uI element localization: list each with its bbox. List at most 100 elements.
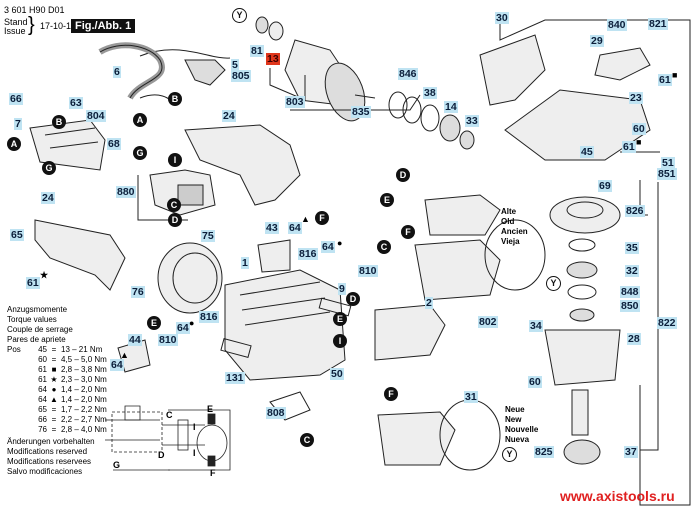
part-label-64-triangle-lower[interactable]: 64 <box>110 359 124 371</box>
part-label-50[interactable]: 50 <box>330 368 344 380</box>
part-label-45[interactable]: 45 <box>580 146 594 158</box>
part-label-38[interactable]: 38 <box>423 87 437 99</box>
part-label-65[interactable]: 65 <box>10 229 24 241</box>
part-label-81[interactable]: 81 <box>250 45 264 57</box>
part-label-63[interactable]: 63 <box>69 97 83 109</box>
connector-e-icon: E <box>380 193 394 207</box>
part-label-76[interactable]: 76 <box>131 286 145 298</box>
part-label-61-star[interactable]: 61 <box>26 277 40 289</box>
stand-label: Stand <box>4 17 28 27</box>
part-label-14[interactable]: 14 <box>444 101 458 113</box>
issue-date: 17-10-11 <box>40 21 76 31</box>
torque-heading-de: Anzugsmomente <box>7 305 68 314</box>
connector-e-icon: E <box>147 316 161 330</box>
part-label-32[interactable]: 32 <box>625 265 639 277</box>
part-label-24-top-handle[interactable]: 24 <box>222 110 236 122</box>
side-handle <box>34 219 126 291</box>
part-label-821[interactable]: 821 <box>648 18 668 30</box>
connector-b-icon: B <box>168 92 182 106</box>
part-label-826[interactable]: 826 <box>625 205 645 217</box>
figure-title: Fig./Abb. 1 <box>71 19 136 33</box>
dot-icon: ● <box>337 238 343 248</box>
connector-f-icon: F <box>401 225 415 239</box>
torque-table: Anzugsmomente Torque values Couple de se… <box>7 305 107 435</box>
part-label-60-upper[interactable]: 60 <box>632 123 646 135</box>
version-old-label: Alte Old Ancien Vieja <box>501 207 528 246</box>
star-mark: ★ <box>50 375 58 384</box>
schematic-label-i: I <box>193 448 196 458</box>
part-label-840[interactable]: 840 <box>607 19 627 31</box>
part-label-810-upper[interactable]: 810 <box>358 265 378 277</box>
part-label-28[interactable]: 28 <box>627 333 641 345</box>
part-label-31[interactable]: 31 <box>464 391 478 403</box>
part-label-2[interactable]: 2 <box>425 297 433 309</box>
part-label-35[interactable]: 35 <box>625 242 639 254</box>
square-icon: ■ <box>636 137 642 147</box>
watermark-link[interactable]: www.axistools.ru <box>560 488 675 504</box>
part-label-835[interactable]: 835 <box>351 106 371 118</box>
part-label-9[interactable]: 9 <box>338 283 346 295</box>
part-label-816-upper[interactable]: 816 <box>298 248 318 260</box>
star-icon: ★ <box>40 270 49 280</box>
part-label-810-lower[interactable]: 810 <box>158 334 178 346</box>
part-label-850[interactable]: 850 <box>620 300 640 312</box>
part-label-848[interactable]: 848 <box>620 286 640 298</box>
part-label-64-dot[interactable]: 64 <box>321 241 335 253</box>
part-label-6[interactable]: 6 <box>113 66 121 78</box>
square-mark: ■ <box>51 365 57 374</box>
part-label-803[interactable]: 803 <box>285 96 305 108</box>
schematic-label-f: F <box>210 468 216 478</box>
torque-heading-es: Pares de apriete <box>7 335 66 344</box>
part-label-61-square-lower[interactable]: 61 <box>622 141 636 153</box>
part-label-30[interactable]: 30 <box>495 12 509 24</box>
connector-c-icon: C <box>377 240 391 254</box>
wiring-schematic <box>105 405 231 471</box>
part-label-61-square[interactable]: 61 <box>658 74 672 86</box>
triangle-icon: ▲ <box>120 350 129 360</box>
part-label-64-triangle[interactable]: 64 <box>288 222 302 234</box>
connector-c-icon: C <box>167 198 181 212</box>
part-label-825[interactable]: 825 <box>534 446 554 458</box>
connector-i-icon: I <box>333 334 347 348</box>
part-label-880[interactable]: 880 <box>116 186 136 198</box>
note-en: Modifications reserved <box>7 447 88 456</box>
part-label-68[interactable]: 68 <box>107 138 121 150</box>
part-label-13-highlighted[interactable]: 13 <box>266 53 280 65</box>
part-label-64-dot-lower[interactable]: 64 <box>176 322 190 334</box>
part-label-5[interactable]: 5 <box>231 59 239 71</box>
version-new-label: Neue New Nouvelle Nueva <box>505 405 539 444</box>
part-label-804[interactable]: 804 <box>86 110 106 122</box>
part-label-69[interactable]: 69 <box>598 180 612 192</box>
torque-row: 60=4,5 – 5,0 Nm <box>38 355 107 364</box>
torque-heading-en: Torque values <box>7 315 57 324</box>
part-label-1[interactable]: 1 <box>241 257 249 269</box>
part-label-51[interactable]: 51 <box>661 157 675 169</box>
dot-mark: ● <box>51 385 57 394</box>
part-label-805[interactable]: 805 <box>231 70 251 82</box>
part-label-75[interactable]: 75 <box>201 230 215 242</box>
part-label-33[interactable]: 33 <box>465 115 479 127</box>
part-label-60-lower[interactable]: 60 <box>528 376 542 388</box>
part-label-34[interactable]: 34 <box>529 320 543 332</box>
part-label-29[interactable]: 29 <box>590 35 604 47</box>
part-label-44[interactable]: 44 <box>128 334 142 346</box>
part-label-822[interactable]: 822 <box>657 317 677 329</box>
part-label-24-side-handle[interactable]: 24 <box>41 192 55 204</box>
connector-d-icon: D <box>346 292 360 306</box>
torque-row: 64▲1,4 – 2,0 Nm <box>38 395 107 404</box>
part-label-816-lower[interactable]: 816 <box>199 311 219 323</box>
part-label-37[interactable]: 37 <box>624 446 638 458</box>
part-label-802[interactable]: 802 <box>478 316 498 328</box>
part-label-66[interactable]: 66 <box>9 93 23 105</box>
connector-e-icon: E <box>333 312 347 326</box>
part-label-131[interactable]: 131 <box>225 372 245 384</box>
part-label-846[interactable]: 846 <box>398 68 418 80</box>
part-label-23[interactable]: 23 <box>629 92 643 104</box>
part-label-808[interactable]: 808 <box>266 407 286 419</box>
part-label-851[interactable]: 851 <box>657 168 677 180</box>
part-label-7[interactable]: 7 <box>14 118 22 130</box>
part-label-43[interactable]: 43 <box>265 222 279 234</box>
connector-i-icon: I <box>168 153 182 167</box>
